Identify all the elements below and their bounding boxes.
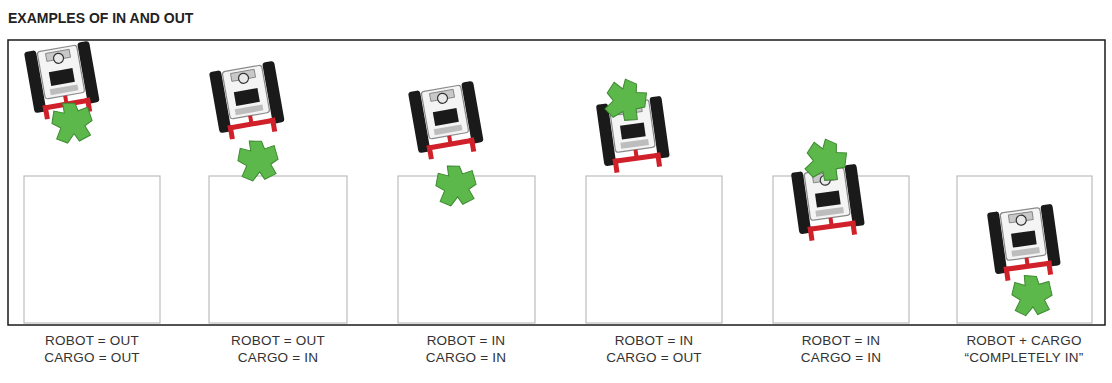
caption-line: CARGO = IN [426,350,506,365]
caption-line: ROBOT = IN [615,333,694,348]
caption-line: CARGO = OUT [606,350,702,365]
caption-line: ROBOT = IN [802,333,881,348]
caption-line: ROBOT + CARGO [966,333,1081,348]
caption-line: CARGO = IN [801,350,881,365]
caption-line: ROBOT = IN [427,333,506,348]
frame [8,40,1105,325]
caption-line: “COMPLETELY IN” [965,350,1084,365]
caption-line: CARGO = OUT [44,350,140,365]
caption-line: ROBOT = OUT [45,333,139,348]
caption-line: CARGO = IN [238,350,318,365]
robots [24,41,1062,317]
caption-line: ROBOT = OUT [231,333,325,348]
diagram-title: EXAMPLES OF IN AND OUT [8,10,193,26]
zone-squares [24,176,1092,323]
